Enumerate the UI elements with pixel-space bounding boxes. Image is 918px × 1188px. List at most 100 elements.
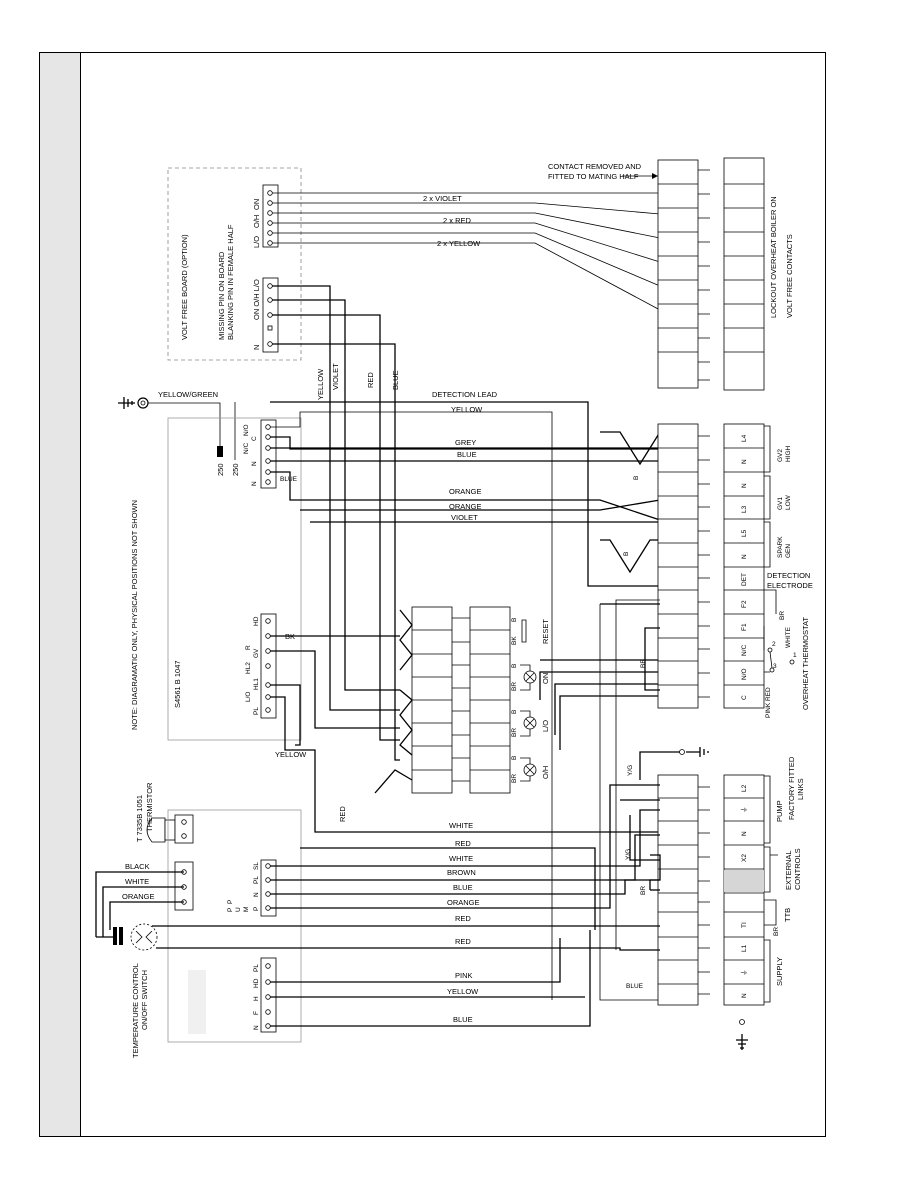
- term-n-2: N: [741, 483, 748, 488]
- volt-free-connector-upper: [262, 184, 279, 248]
- lower-right-dividers: [658, 786, 710, 995]
- wire-label-blue: BLUE: [457, 450, 477, 459]
- wire-label-detection-lead: DETECTION LEAD: [432, 390, 498, 399]
- detection-electrode-label-1: DETECTION: [767, 571, 810, 580]
- wire-label-grey: GREY: [455, 438, 476, 447]
- relay-label-br-1: BR: [511, 682, 518, 691]
- high-label: HIGH: [785, 445, 792, 462]
- spark-label: SPARK: [777, 536, 784, 558]
- wire-label-blue-d: BLUE: [626, 983, 644, 990]
- term-det: DET: [741, 573, 748, 586]
- pcb-pl-label: PL: [253, 707, 260, 715]
- volt-free-down-wires: [272, 285, 400, 761]
- term-l5: L5: [741, 529, 748, 537]
- pcb-relay-wires: [270, 635, 660, 833]
- detection-electrode-label-2: ELECTRODE: [767, 581, 813, 590]
- overheat-thermostat-switch-icon: [763, 626, 795, 673]
- pcb-top-connector: [260, 419, 277, 489]
- vf-lo-label: L/O: [252, 236, 261, 248]
- wire-label-red-a: RED: [455, 839, 471, 848]
- pcb-n-label-1: N: [251, 461, 258, 466]
- gv2-label: GV2: [777, 449, 784, 462]
- term-ti: TI: [741, 922, 748, 928]
- pcb-r-label: R: [245, 645, 252, 650]
- vf-oh-label: O/H: [252, 215, 261, 228]
- term-no: N/O: [741, 668, 748, 680]
- wire-label-yg-2: Y/G: [625, 849, 632, 860]
- vf-n-label: N: [252, 345, 261, 350]
- wire-label-brown: BROWN: [447, 868, 476, 877]
- pcb-lo-label: L/O: [245, 692, 252, 702]
- oh-label: O/H: [541, 766, 550, 779]
- supply-label: SUPPLY: [775, 957, 784, 986]
- wire-label-yellow-b: YELLOW: [447, 987, 479, 996]
- volt-free-contacts-connector: [657, 159, 699, 389]
- pcb-n-label-2: N: [251, 481, 258, 486]
- lower-right-brackets: [764, 775, 778, 1003]
- relay-label-b-3: B: [511, 710, 518, 714]
- reset-label: RESET: [541, 619, 550, 644]
- vf-on-label: ON: [252, 199, 261, 210]
- wire-label-orange-2: ORANGE: [449, 502, 482, 511]
- thermistor-label-2: THERMISTOR: [145, 782, 154, 832]
- wire-label-white-b: WHITE: [449, 854, 473, 863]
- gv1-label: GV1: [777, 497, 784, 510]
- pcb-hd-label: HD: [253, 616, 260, 626]
- stat-num-3: 3: [773, 663, 777, 670]
- pcb-h-label: H: [253, 996, 260, 1001]
- volt-free-board-label: VOLT FREE BOARD (OPTION): [180, 234, 189, 340]
- term-f1: F1: [741, 623, 748, 631]
- relay-label-br-2: BR: [511, 728, 518, 737]
- relay-label-bk: BK: [511, 636, 518, 645]
- volt-free-lower-pins: [267, 283, 273, 347]
- missing-pin-label: MISSING PIN ON BOARD: [217, 251, 226, 340]
- wire-label-yellow-low: YELLOW: [275, 750, 307, 759]
- zigzag-wires: [600, 431, 661, 574]
- on-lamp-icon: [520, 664, 537, 691]
- page-frame: [39, 52, 826, 1137]
- ttb-label: TTB: [783, 908, 792, 922]
- volt-free-contacts-label: VOLT FREE CONTACTS: [785, 234, 794, 318]
- temp-control-wires: [95, 871, 184, 938]
- wire-label-b1: B: [633, 476, 640, 480]
- reset-button-icon: [521, 619, 527, 643]
- pcb-n-bottom-label: N: [253, 1025, 260, 1030]
- wire-label-orange-t: ORANGE: [122, 892, 155, 901]
- temperature-control-switch-icon: [113, 923, 158, 951]
- volt-free-contacts-mating: [723, 157, 765, 391]
- pcb-n-pump-label: N: [253, 892, 260, 897]
- term-x2: X2: [741, 854, 748, 862]
- yellow-green-label: YELLOW/GREEN: [158, 390, 218, 399]
- pcb-code-label: S4561 B 1047: [173, 660, 182, 708]
- pcb-pl-bottom-label: PL: [253, 964, 260, 972]
- right-vertical-wires: [599, 599, 680, 1001]
- stat-num-1: 1: [793, 652, 797, 659]
- term-nc: N/C: [741, 645, 748, 657]
- pcb-no-label: N/O: [243, 424, 250, 436]
- pump-vertical-letters: P U M P: [227, 900, 250, 912]
- wire-label-blue-small: BLUE: [280, 476, 298, 483]
- main-right-dividers: [658, 435, 710, 698]
- thermistor-icon: [146, 817, 176, 843]
- wire-label-red-left: RED: [338, 806, 347, 822]
- earth-wire: [148, 402, 221, 455]
- wire-label-red-c: RED: [455, 937, 471, 946]
- arrow-head-icon: [652, 173, 658, 179]
- wire-label-2x-yellow: 2 x YELLOW: [437, 239, 481, 248]
- term-f2: F2: [741, 600, 748, 608]
- factory-links-label-2: LINKS: [796, 778, 805, 800]
- pcb-nc-label: N/C: [243, 443, 250, 455]
- pcb-hl2-label: HL2: [245, 662, 252, 674]
- stat-num-2: 2: [772, 641, 776, 648]
- terminal-250-a: 250: [216, 463, 225, 476]
- overheat-lamp-icon: [520, 757, 537, 782]
- connector-dividers-top: [658, 169, 710, 381]
- term-l4: L4: [741, 434, 748, 442]
- lower-horizontal-wires: [152, 784, 660, 1027]
- pcb-hl1-label: HL1: [253, 678, 260, 690]
- relay-label-b-4: B: [511, 756, 518, 760]
- controls-label: CONTROLS: [793, 848, 802, 890]
- wire-label-pink: PINK: [455, 971, 473, 980]
- wire-label-white-stat: WHITE: [785, 626, 792, 648]
